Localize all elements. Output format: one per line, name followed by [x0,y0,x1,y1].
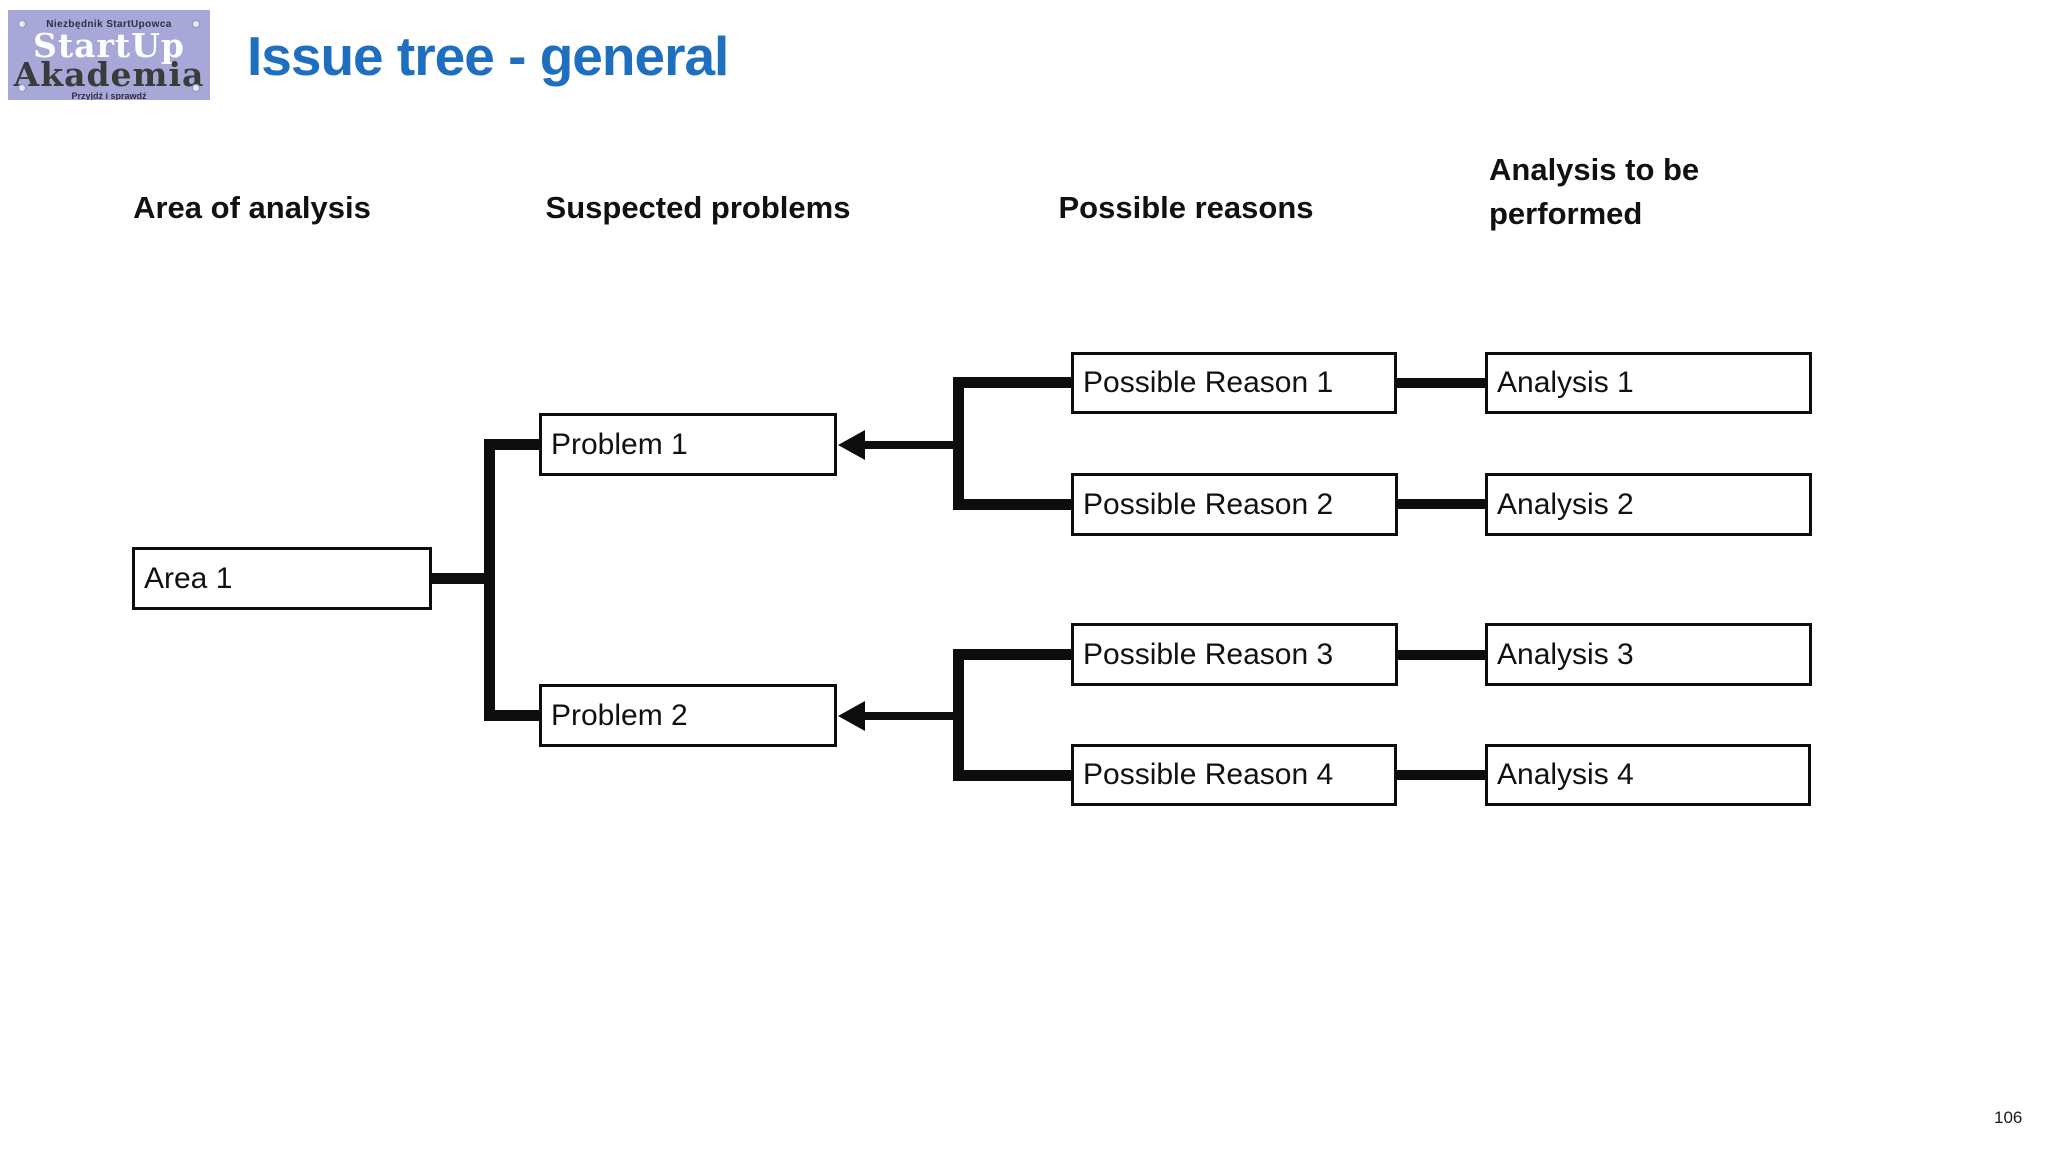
arrow-shaft-to-problem-2 [862,712,964,720]
logo-tagline-top: Niezbędnik StartUpowca [46,19,172,30]
reason-2-box: Possible Reason 2 [1071,473,1398,536]
connector-reason4-analysis4 [1395,770,1487,780]
arrow-left-icon [838,701,865,731]
connector-reason3-analysis3 [1395,650,1487,660]
connector-trunk-to-reason-1 [953,377,1073,388]
problem-1-box: Problem 1 [539,413,837,476]
connector-trunk-to-problem-2 [484,710,541,721]
arrow-left-icon [838,430,865,460]
reason-1-box: Possible Reason 1 [1071,352,1397,414]
screw-icon [18,20,26,28]
page-number: 106 [1994,1108,2023,1127]
analysis-3-box: Analysis 3 [1485,623,1812,686]
screw-icon [192,20,200,28]
logo-name-akademia: Akademia [13,55,205,94]
connector-trunk-to-reason-3 [953,649,1073,660]
connector-area-to-trunk [430,573,489,584]
column-header-reasons: Possible reasons [1058,190,1314,225]
analysis-1-box: Analysis 1 [1485,352,1812,414]
column-header-problems: Suspected problems [545,190,851,225]
column-header-area: Area of analysis [133,190,371,225]
problem-2-box: Problem 2 [539,684,837,747]
connector-area-trunk [484,439,495,721]
reason-3-box: Possible Reason 3 [1071,623,1398,686]
logo-tagline-bottom: Przyjdź i sprawdź [71,91,147,100]
screw-icon [192,84,200,92]
column-header-analysis: Analysis to be performed [1489,152,1700,231]
connector-trunk-to-reason-2 [953,499,1073,510]
analysis-2-box: Analysis 2 [1485,473,1812,536]
reason-4-box: Possible Reason 4 [1071,744,1397,806]
connector-reason2-analysis2 [1395,499,1487,509]
startup-akademia-logo: Niezbędnik StartUpowca StartUp Akademia … [8,10,210,100]
screw-icon [18,84,26,92]
arrow-shaft-to-problem-1 [862,441,964,449]
connector-trunk-to-problem-1 [484,439,541,450]
area-box: Area 1 [132,547,432,610]
logo-name-startup: StartUp [33,26,185,65]
page-title: Issue tree - general [247,25,729,87]
connector-trunk-to-reason-4 [953,770,1073,781]
analysis-4-box: Analysis 4 [1485,744,1811,806]
connector-reason1-analysis1 [1395,378,1487,388]
